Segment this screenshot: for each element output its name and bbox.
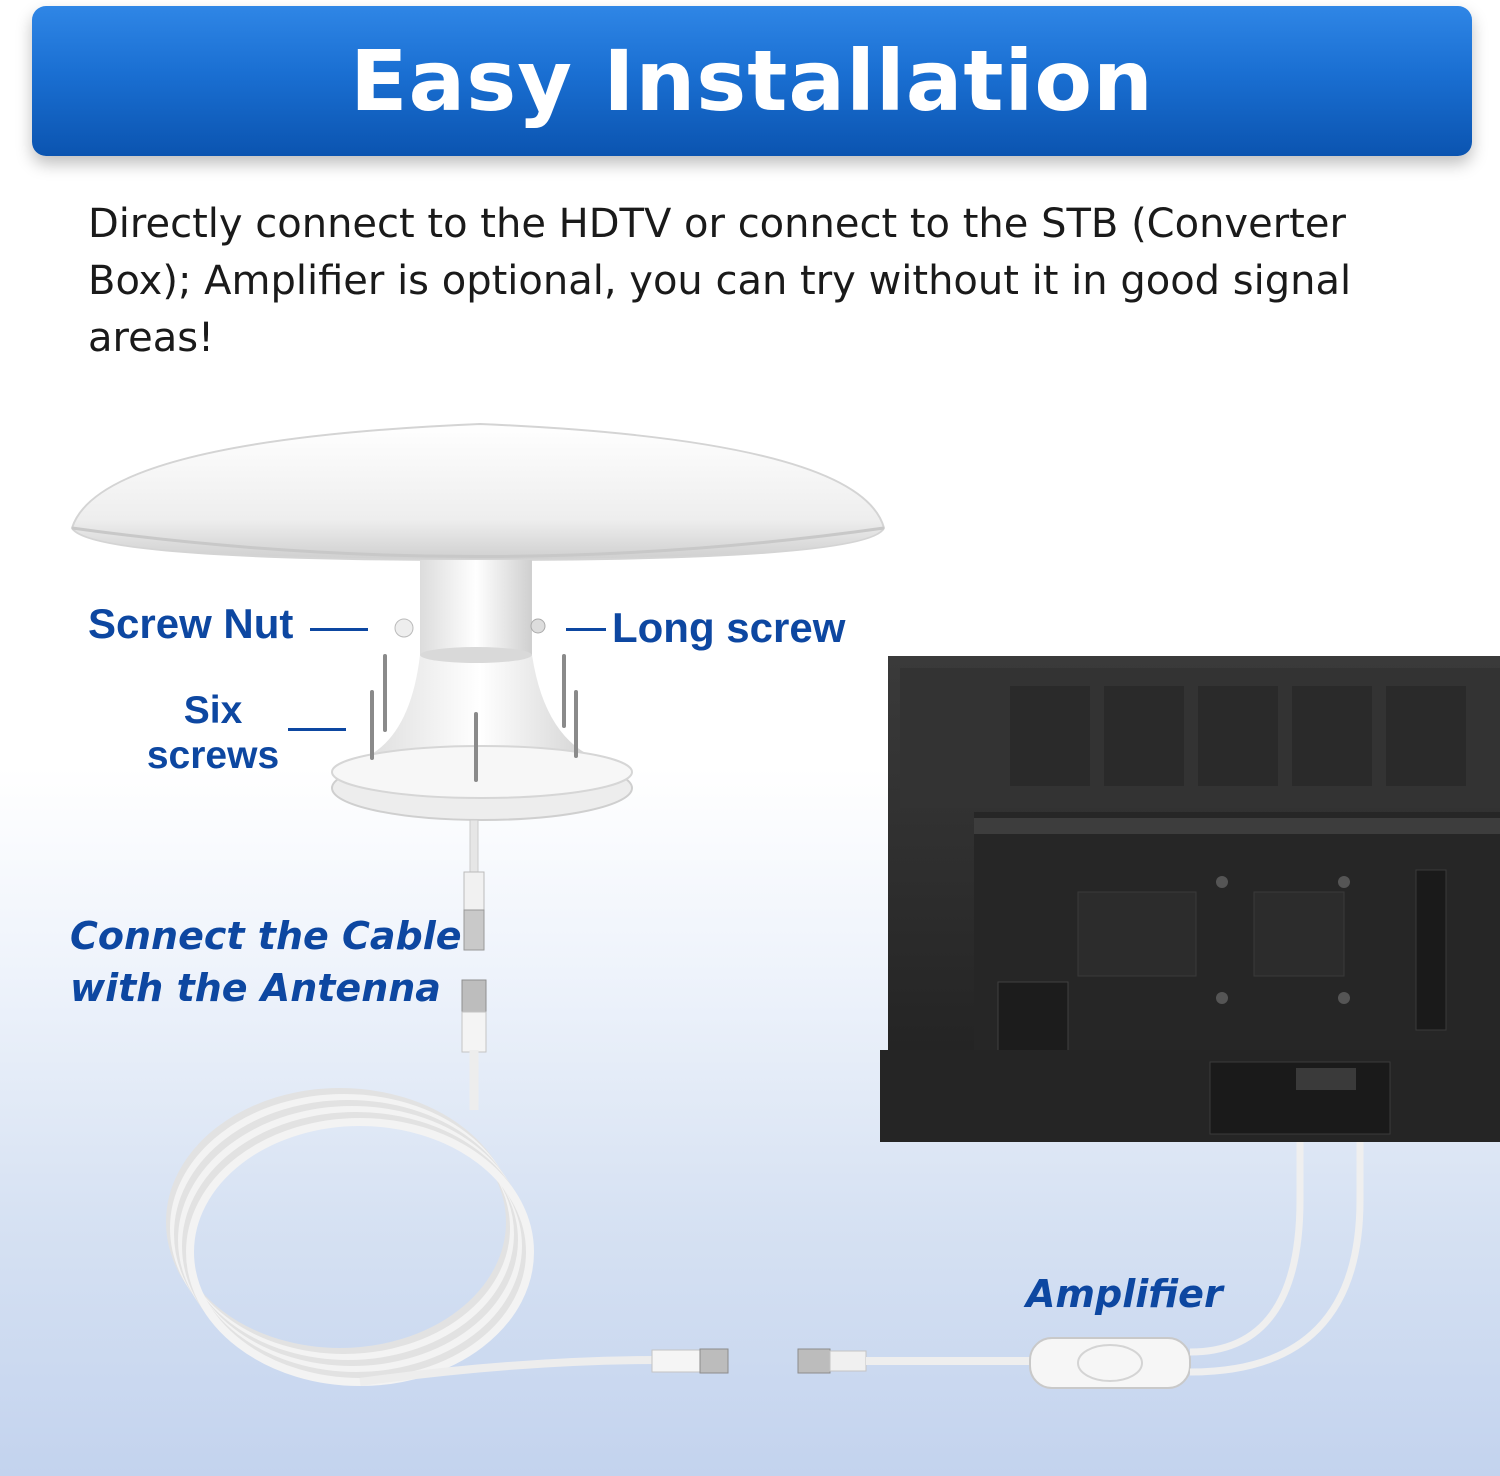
cable-coil	[166, 1088, 661, 1386]
leader-line-six-screws	[288, 728, 346, 731]
page-title: Easy Installation	[350, 32, 1154, 130]
label-six-screws: Six screws	[138, 688, 288, 778]
leader-line-long-screw	[566, 628, 606, 631]
label-amplifier: Amplifier	[1026, 1272, 1223, 1316]
cable-connectors	[651, 1348, 1032, 1374]
label-connect-cable-line2: with the Antenna	[70, 966, 441, 1010]
label-six-screws-line2: screws	[146, 734, 280, 777]
label-connect-cable: Connect the Cable with the Antenna	[70, 910, 462, 1014]
antenna-mast	[331, 560, 633, 821]
screws	[370, 654, 578, 782]
description-text: Directly connect to the HDTV or connect …	[88, 201, 1352, 361]
leader-line-screw-nut	[310, 628, 368, 631]
antenna-cable	[461, 819, 487, 1110]
label-long-screw: Long screw	[612, 604, 846, 651]
antenna-dish	[70, 422, 886, 562]
label-screw-nut: Screw Nut	[88, 600, 294, 647]
title-banner: Easy Installation	[32, 6, 1472, 156]
label-six-screws-line1: Six	[183, 689, 243, 732]
tv-back	[880, 656, 1500, 1142]
label-connect-cable-line1: Connect the Cable	[70, 914, 462, 958]
